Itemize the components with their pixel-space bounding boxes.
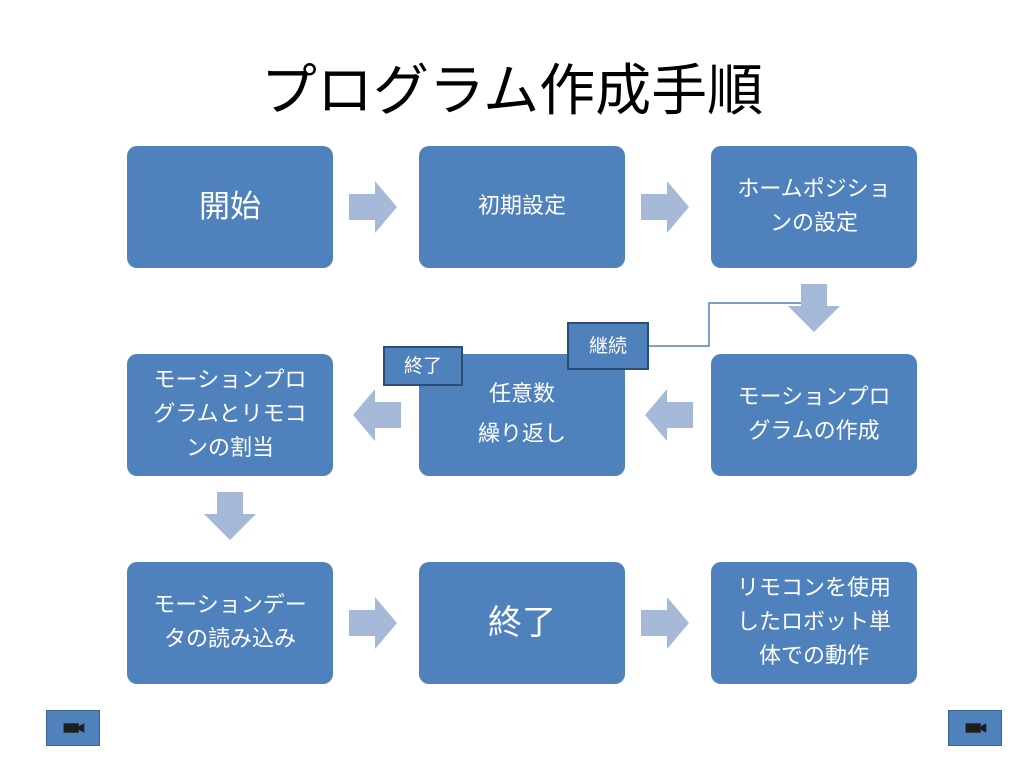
arrow-down-2 [204,492,256,540]
camera-icon[interactable] [948,710,1002,746]
node-solo-operation: リモコンを使用 したロボット単 体での動作 [711,562,917,684]
node-home-position: ホームポジショ ンの設定 [711,146,917,268]
arrow-left-2 [353,389,401,441]
node-create-motion-program: モーションプロ グラムの作成 [711,354,917,476]
arrow-left-1 [645,389,693,441]
arrow-right-1 [349,181,397,233]
node-load-motion-data: モーションデー タの読み込み [127,562,333,684]
node-initial-settings: 初期設定 [419,146,625,268]
arrow-right-4 [641,597,689,649]
tag-end: 終了 [383,346,463,386]
arrow-right-3 [349,597,397,649]
page-title: プログラム作成手順 [260,59,764,124]
camera-icon[interactable] [46,710,100,746]
arrow-down-1 [788,284,840,332]
node-end: 終了 [419,562,625,684]
node-start: 開始 [127,146,333,268]
tag-continue: 継続 [567,322,649,370]
node-assign-remote: モーションプロ グラムとリモコ ンの割当 [127,354,333,476]
arrow-right-2 [641,181,689,233]
